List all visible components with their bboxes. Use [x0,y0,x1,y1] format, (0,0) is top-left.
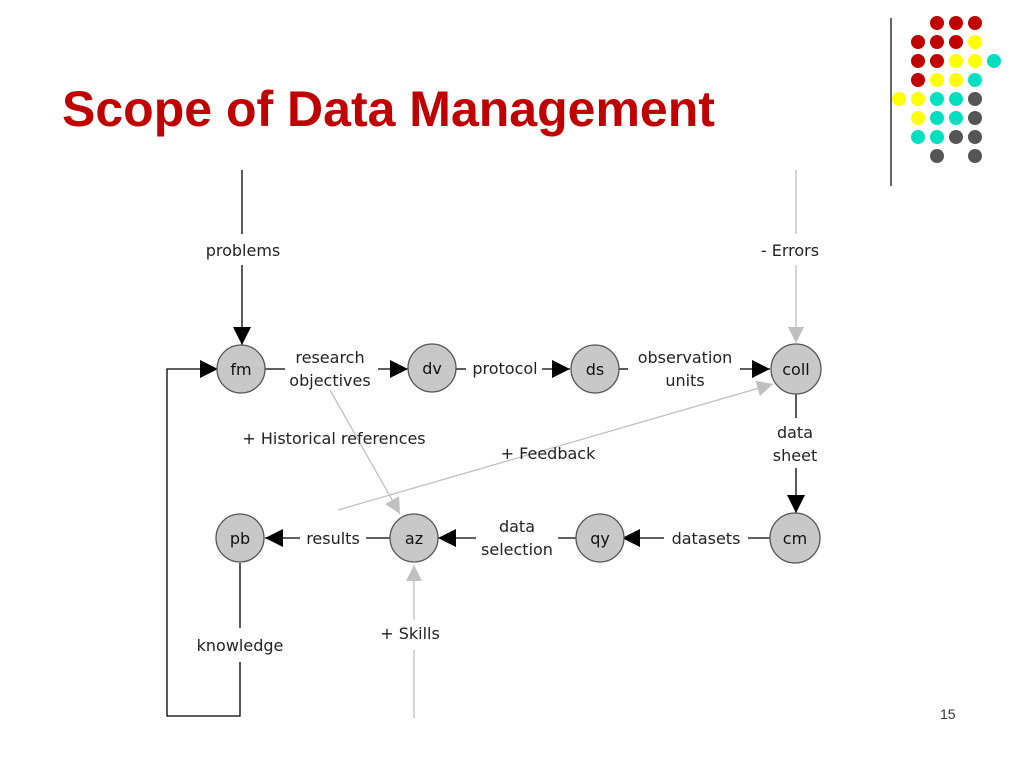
logo-dot [968,54,982,68]
logo-dot [911,92,925,106]
label-units: units [665,371,704,390]
page-number: 15 [940,706,956,722]
node-cm: cm [769,512,821,564]
node-fm: fm [216,344,266,394]
logo-dot [930,130,944,144]
logo-dot [987,54,1001,68]
slide-title: Scope of Data Management [62,81,715,137]
label-skills: + Skills [380,624,440,643]
logo-dot [968,35,982,49]
label-observation: observation [638,348,733,367]
logo-dot [930,35,944,49]
logo-dot [930,54,944,68]
logo-dot [949,16,963,30]
node-dv: dv [407,343,457,393]
logo-dot [911,73,925,87]
logo-dot [911,54,925,68]
logo-dot [930,73,944,87]
logo-dot [949,35,963,49]
node-label-dv: dv [422,359,442,378]
label-datasets: datasets [672,529,741,548]
node-label-fm: fm [230,360,251,379]
node-label-qy: qy [590,529,610,548]
node-az: az [389,513,439,563]
logo-dot [949,111,963,125]
node-qy: qy [575,513,625,563]
label-sheet: sheet [773,446,817,465]
logo-dot [911,35,925,49]
label-feedback: + Feedback [501,444,596,463]
node-label-ds: ds [586,360,605,379]
label-knowledge: knowledge [197,636,284,655]
node-ds: ds [570,344,620,394]
logo-dot [968,73,982,87]
logo-dot [968,16,982,30]
label-objectives: objectives [289,371,370,390]
logo-dot [930,111,944,125]
label-protocol: protocol [472,359,537,378]
node-label-cm: cm [783,529,807,548]
node-label-az: az [405,529,423,548]
edge-knowledge-loop-to-fm [166,360,241,717]
logo-dot [968,149,982,163]
label-problems: problems [206,241,281,260]
logo-dot [949,54,963,68]
node-label-coll: coll [782,360,809,379]
logo-dot [892,92,906,106]
label-data: data [777,423,813,442]
node-label-pb: pb [230,529,250,548]
logo-dot [911,130,925,144]
label-errors: - Errors [761,241,819,260]
logo-dot [968,111,982,125]
label-research: research [295,348,364,367]
node-pb: pb [215,513,265,563]
label-data-selection-1: data [499,517,535,536]
logo-dot [930,92,944,106]
edge-feedback-to-coll [337,380,774,511]
logo-dot [968,92,982,106]
label-historical-references: + Historical references [242,429,425,448]
logo-dot [949,92,963,106]
light-edges [329,170,804,718]
logo-dot [930,149,944,163]
logo-dot [949,73,963,87]
logo-dot [930,16,944,30]
edge-objectives-to-az [329,389,401,515]
label-data-selection-2: selection [481,540,553,559]
dot-grid-logo [892,16,1001,163]
logo-dot [949,130,963,144]
logo-dot [968,130,982,144]
label-results: results [306,529,360,548]
logo-dot [911,111,925,125]
node-coll: coll [770,343,822,395]
dark-edges [166,170,805,717]
